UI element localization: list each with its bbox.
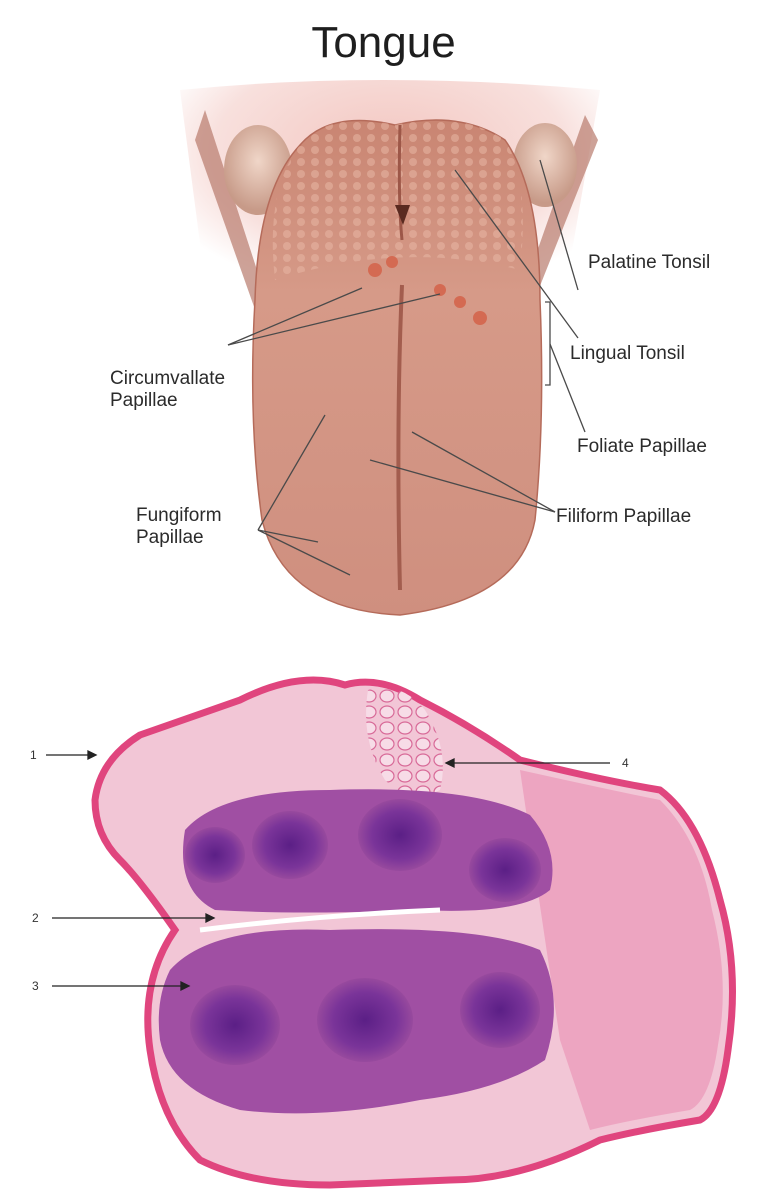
lymphoid-nodule [469,838,541,902]
label-circumvallate-line1: Circumvallate [110,368,225,390]
tongue-root-texture [273,120,523,280]
circumvallate-papilla [473,311,487,325]
circumvallate-papilla [454,296,466,308]
lymphoid-nodule [317,978,413,1062]
label-palatine-tonsil: Palatine Tonsil [588,252,710,274]
label-filiform-papillae: Filiform Papillae [556,506,691,528]
tongue-illustration-panel: Tongue [0,0,767,640]
label-circumvallate-line2: Papillae [110,390,178,412]
lymphoid-nodule [460,972,540,1048]
histology-label-3: 3 [32,979,39,993]
histology-label-1: 1 [30,748,37,762]
lymphoid-nodule [358,799,442,871]
diagram-title: Tongue [0,18,767,68]
label-fungiform-line2: Papillae [136,527,204,549]
label-lingual-tonsil: Lingual Tonsil [570,343,685,365]
label-fungiform-line1: Fungiform [136,505,222,527]
lymphoid-nodule [190,985,280,1065]
histology-label-4: 4 [622,756,629,770]
histology-label-2: 2 [32,911,39,925]
lymphoid-nodule [185,827,245,883]
histology-section [0,640,767,1191]
circumvallate-papilla [386,256,398,268]
label-foliate-papillae: Foliate Papillae [577,436,707,458]
histology-panel: 1 2 3 4 [0,640,767,1191]
tongue-drawing [0,0,767,640]
circumvallate-papilla [368,263,382,277]
lymphoid-nodule [252,811,328,879]
